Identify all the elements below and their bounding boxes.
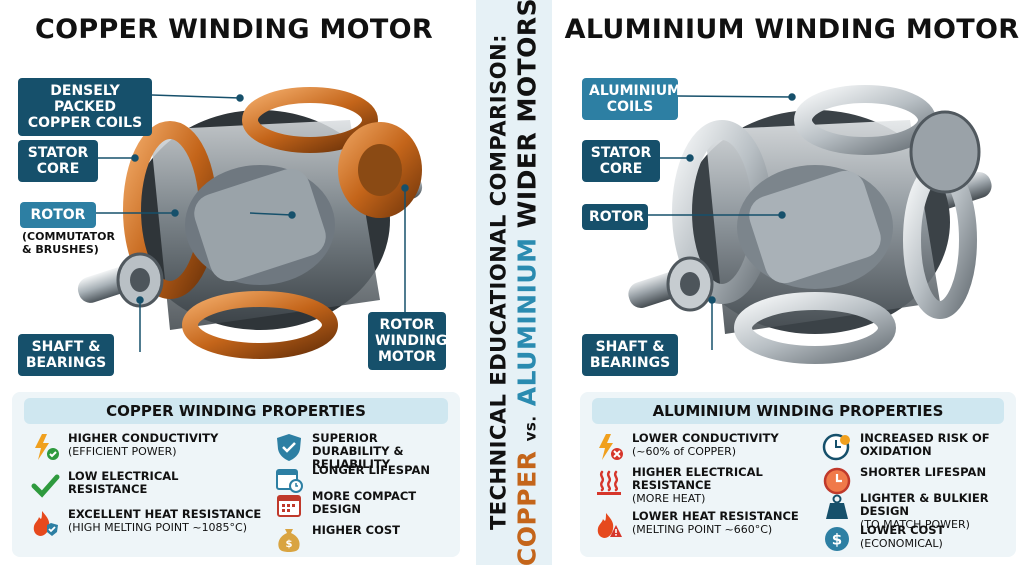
prop-sub: (HIGH MELTING POINT ~1085°C) xyxy=(68,521,248,534)
copper-panel: COPPER WINDING MOTOR xyxy=(0,0,468,565)
aluminium-prop-conductivity: LOWER CONDUCTIVITY(~60% of COPPER) xyxy=(594,432,814,462)
comparison-heading: TECHNICAL EDUCATIONAL COMPARISON: xyxy=(486,33,511,531)
checkmark-icon xyxy=(31,474,60,498)
copper-coils-callout: DENSELY PACKED COPPER COILS xyxy=(18,78,152,136)
aluminium-properties-panel: ALUMINIUM WINDING PROPERTIES LOWER CONDU… xyxy=(580,392,1016,557)
prop-label: INCREASED RISK OF OXIDATION xyxy=(860,431,990,458)
motors-word: WIDER MOTORS xyxy=(512,0,542,229)
copper-title: COPPER WINDING MOTOR xyxy=(34,14,433,45)
aluminium-rotor-callout: ROTOR xyxy=(582,204,648,230)
prop-label: LOWER HEAT RESISTANCE xyxy=(632,509,799,523)
comparison-subheading: COPPER vs. ALUMINIUM WIDER MOTORS xyxy=(513,0,542,566)
copper-prop-durability: SUPERIOR DURABILITY & RELIABILITY xyxy=(274,432,454,471)
aluminium-prop-heat: LOWER HEAT RESISTANCE(MELTING POINT ~660… xyxy=(594,510,824,540)
copper-properties-title: COPPER WINDING PROPERTIES xyxy=(24,398,448,424)
copper-prop-conductivity: HIGHER CONDUCTIVITY(EFFICIENT POWER) xyxy=(30,432,260,462)
svg-text:$: $ xyxy=(286,539,293,550)
copper-prop-heat: EXCELLENT HEAT RESISTANCE(HIGH MELTING P… xyxy=(30,508,280,538)
prop-label: HIGHER CONDUCTIVITY xyxy=(68,431,219,445)
rotor-winding-callout: ROTOR WINDING MOTOR xyxy=(368,312,447,370)
copper-prop-resistance: LOW ELECTRICAL RESISTANCE xyxy=(30,470,260,500)
money-bag-icon: $ xyxy=(278,529,300,552)
heat-waves-icon xyxy=(597,470,621,495)
vertical-comparison-title: TECHNICAL EDUCATIONAL COMPARISON: COPPER… xyxy=(487,0,542,566)
prop-label: HIGHER COST xyxy=(312,523,401,537)
copper-shaft-callout: SHAFT & BEARINGS xyxy=(18,334,114,376)
prop-label: MORE COMPACT DESIGN xyxy=(312,489,417,516)
svg-text:$: $ xyxy=(832,531,842,549)
aluminium-prop-oxidation: INCREASED RISK OF OXIDATION xyxy=(822,432,1012,462)
prop-sub: (EFFICIENT POWER) xyxy=(68,445,177,458)
aluminium-title: ALUMINIUM WINDING MOTOR xyxy=(564,14,1020,45)
copper-callout-lines xyxy=(96,94,409,352)
copper-word: COPPER xyxy=(512,450,542,566)
prop-label: LIGHTER & BULKIER DESIGN xyxy=(860,491,989,518)
copper-properties-panel: COPPER WINDING PROPERTIES HIGHER CONDUCT… xyxy=(12,392,460,557)
aluminium-stator-callout: STATOR CORE xyxy=(582,140,660,182)
prop-sub: (MORE HEAT) xyxy=(632,492,706,505)
calendar-icon xyxy=(277,495,301,517)
aluminium-shaft-callout: SHAFT & BEARINGS xyxy=(582,334,678,376)
shield-check-icon xyxy=(277,434,301,461)
copper-rotor-note: (COMMUTATOR & BRUSHES) xyxy=(22,230,115,256)
copper-stator-callout: STATOR CORE xyxy=(18,140,98,182)
prop-sub: (ECONOMICAL) xyxy=(860,537,943,550)
prop-label: LONGER LIFESPAN xyxy=(312,463,430,477)
aluminium-properties-title: ALUMINIUM WINDING PROPERTIES xyxy=(592,398,1004,424)
aluminium-panel: ALUMINIUM WINDING MOTOR ALUMI xyxy=(560,0,1024,565)
aluminium-word: ALUMINIUM xyxy=(512,237,542,407)
copper-prop-compact: MORE COMPACT DESIGN xyxy=(274,490,454,520)
prop-label: HIGHER ELECTRICAL RESISTANCE xyxy=(632,465,763,492)
aluminium-callout-lines xyxy=(648,93,796,350)
dollar-coin-icon: $ xyxy=(825,527,849,551)
prop-sub: (TO MATCH POWER) xyxy=(860,518,970,531)
prop-label: LOWER COST xyxy=(860,523,945,537)
prop-sub: (MELTING POINT ~660°C) xyxy=(632,523,773,536)
copper-rotor-callout: ROTOR xyxy=(20,202,96,228)
prop-sub: (~60% of COPPER) xyxy=(632,445,737,458)
aluminium-motor-illustration xyxy=(628,85,992,364)
prop-label: LOW ELECTRICAL RESISTANCE xyxy=(68,469,179,496)
clock-warning-icon xyxy=(822,433,850,461)
prop-label: SUPERIOR DURABILITY & RELIABILITY xyxy=(312,431,404,471)
prop-label: LOWER CONDUCTIVITY xyxy=(632,431,779,445)
prop-label: SHORTER LIFESPAN xyxy=(860,465,987,479)
clock-icon xyxy=(823,467,851,495)
copper-prop-cost: $ HIGHER COST xyxy=(274,524,454,554)
aluminium-prop-resistance: HIGHER ELECTRICAL RESISTANCE(MORE HEAT) xyxy=(594,466,814,505)
calendar-clock-icon xyxy=(276,469,303,493)
lightning-check-icon xyxy=(35,434,59,460)
aluminium-prop-cost: $ LOWER COST(ECONOMICAL) xyxy=(822,524,1012,554)
flame-shield-icon xyxy=(33,511,58,536)
aluminium-prop-lifespan: SHORTER LIFESPAN xyxy=(822,466,1012,496)
aluminium-coils-callout: ALUMINIUM COILS xyxy=(582,78,681,120)
vs-word: vs. xyxy=(521,415,540,442)
flame-warning-icon xyxy=(597,513,622,538)
center-band xyxy=(476,0,552,565)
copper-motor-illustration xyxy=(77,87,423,359)
prop-label: EXCELLENT HEAT RESISTANCE xyxy=(68,507,262,521)
weight-icon xyxy=(826,494,848,519)
aluminium-prop-weight: LIGHTER & BULKIER DESIGN(TO MATCH POWER) xyxy=(822,492,1016,531)
copper-prop-lifespan: LONGER LIFESPAN xyxy=(274,464,454,494)
lightning-x-icon xyxy=(599,434,623,460)
